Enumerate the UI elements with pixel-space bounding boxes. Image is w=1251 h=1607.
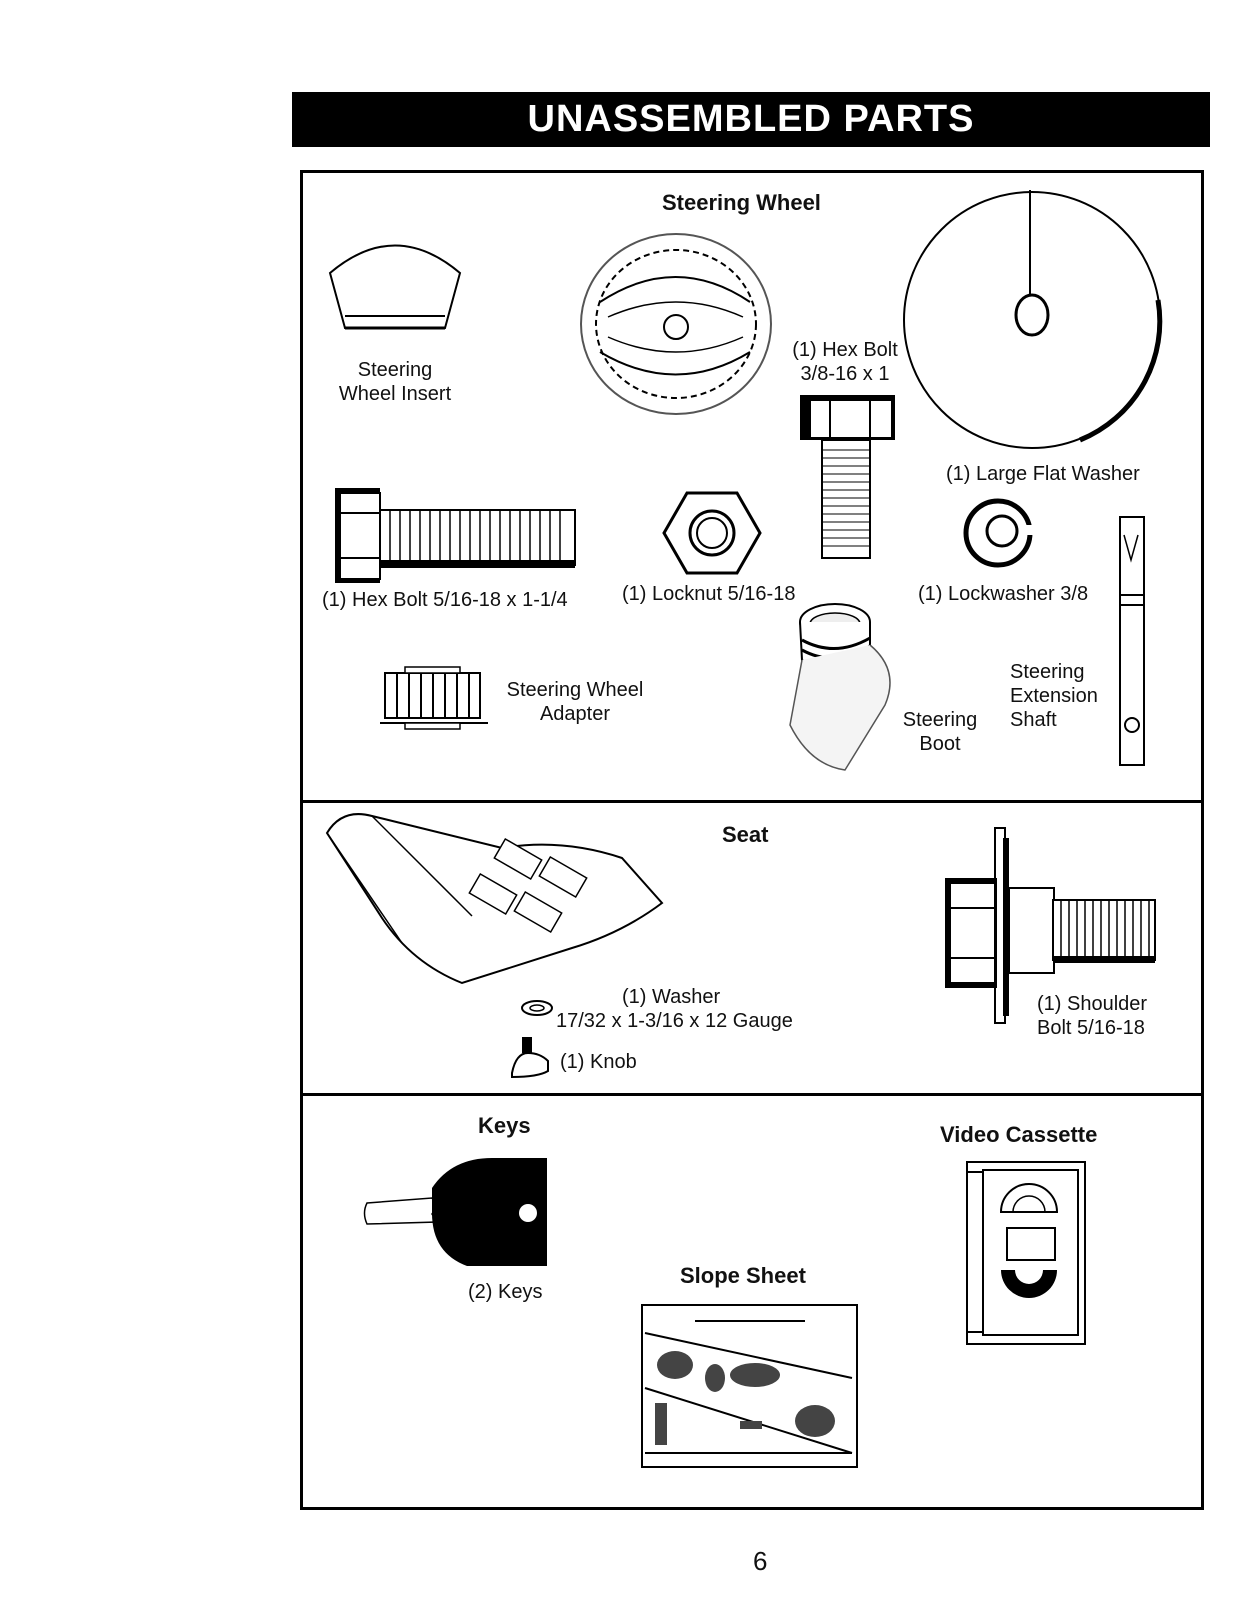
video-cassette-illustration <box>966 1161 1086 1345</box>
steering-extension-shaft-illustration <box>1119 516 1145 766</box>
parts-frame <box>300 170 1204 1510</box>
steering-wheel-insert-illustration <box>328 244 462 330</box>
insert-label-line-1: Steering <box>357 359 433 381</box>
hex-bolt-3-8-illustration <box>800 395 895 559</box>
large-flat-washer-label: (1) Large Flat Washer <box>946 463 1140 485</box>
washer-line-2: 17/32 x 1-3/16 x 12 Gauge <box>556 1010 793 1032</box>
large-flat-washer-illustration <box>903 190 1163 449</box>
steering-wheel-adapter-label: Steering Wheel Adapter <box>500 678 650 726</box>
shaft-line-3: Shaft <box>1010 709 1057 731</box>
section-divider-2 <box>300 1093 1204 1096</box>
washer-line-1: (1) Washer <box>622 986 721 1008</box>
shaft-line-1: Steering <box>1010 661 1085 683</box>
locknut-illustration <box>662 491 762 575</box>
shaft-line-2: Extension <box>1010 685 1098 707</box>
hex-bolt-3-8-line-1: (1) Hex Bolt <box>792 339 898 361</box>
page-number: 6 <box>753 1546 768 1576</box>
boot-line-1: Steering <box>902 709 978 731</box>
keys-label: (2) Keys <box>468 1281 543 1303</box>
hex-bolt-5-16-label: (1) Hex Bolt 5/16-18 x 1-1/4 <box>322 589 568 611</box>
lockwasher-label: (1) Lockwasher 3/8 <box>918 583 1089 605</box>
steering-wheel-heading: Steering Wheel <box>662 190 821 215</box>
steering-wheel-illustration <box>580 233 772 415</box>
adapter-line-1: Steering Wheel <box>506 679 644 701</box>
slope-sheet-heading: Slope Sheet <box>680 1263 806 1288</box>
seat-illustration <box>325 813 664 985</box>
insert-label-line-2: Wheel Insert <box>338 383 452 405</box>
locknut-label: (1) Locknut 5/16-18 <box>622 583 796 605</box>
shoulder-bolt-label: (1) Shoulder Bolt 5/16-18 <box>1037 992 1147 1040</box>
shoulder-bolt-line-1: (1) Shoulder <box>1037 993 1148 1015</box>
adapter-line-2: Adapter <box>539 703 611 725</box>
page-title: UNASSEMBLED PARTS <box>292 92 1210 147</box>
steering-boot-label: Steering Boot <box>895 708 985 756</box>
hex-bolt-5-16-illustration <box>335 488 576 583</box>
boot-line-2: Boot <box>919 733 961 755</box>
steering-wheel-insert-label: Steering Wheel Insert <box>325 358 465 406</box>
lockwasher-illustration <box>963 498 1036 568</box>
shoulder-bolt-illustration <box>945 827 1156 1024</box>
washer-illustration <box>521 1000 553 1016</box>
hex-bolt-3-8-label: (1) Hex Bolt 3/8-16 x 1 <box>790 338 900 386</box>
steering-extension-shaft-label: Steering Extension Shaft <box>1010 660 1098 732</box>
seat-heading: Seat <box>722 822 769 847</box>
steering-boot-illustration <box>789 603 891 771</box>
video-cassette-heading: Video Cassette <box>940 1122 1098 1147</box>
hex-bolt-3-8-line-2: 3/8-16 x 1 <box>800 363 890 385</box>
keys-heading: Keys <box>478 1113 531 1138</box>
shoulder-bolt-line-2: Bolt 5/16-18 <box>1037 1017 1145 1039</box>
steering-wheel-adapter-illustration <box>380 666 488 730</box>
keys-illustration <box>363 1158 547 1266</box>
slope-sheet-illustration <box>641 1304 858 1468</box>
knob-illustration <box>511 1037 549 1079</box>
section-divider-1 <box>300 800 1204 803</box>
knob-label: (1) Knob <box>560 1051 637 1073</box>
washer-label: (1) Washer 17/32 x 1-3/16 x 12 Gauge <box>556 985 793 1033</box>
